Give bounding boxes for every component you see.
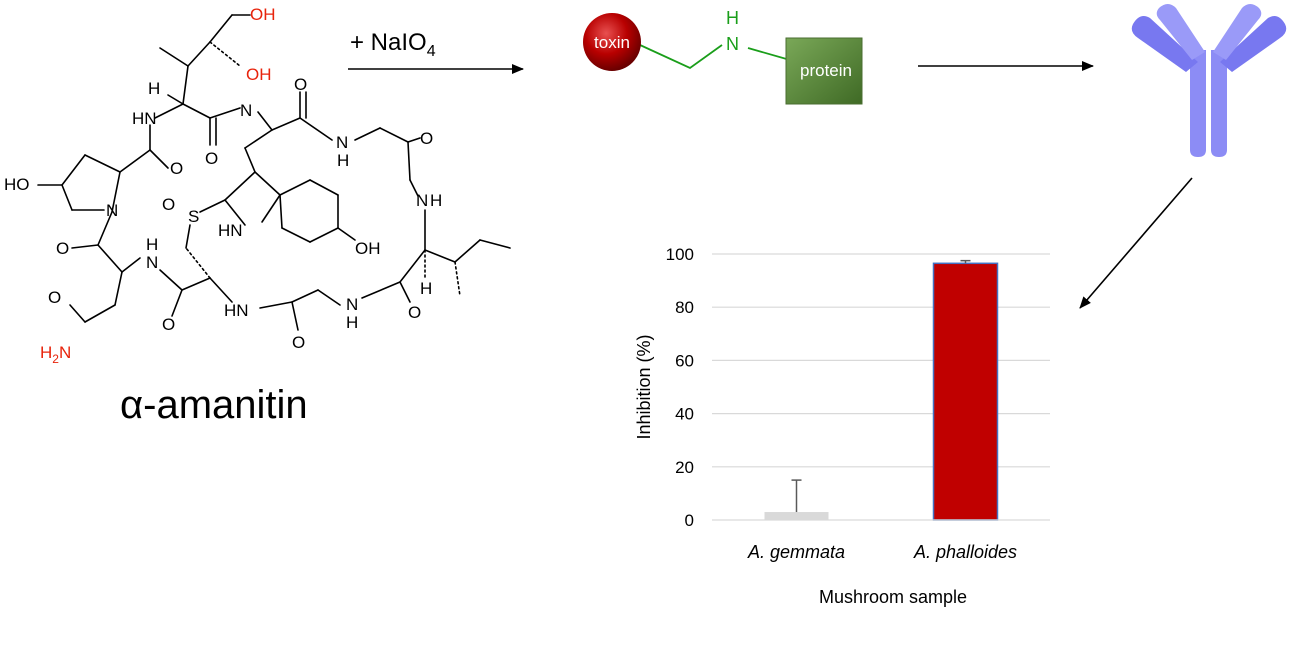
chart-bars [764,262,999,521]
atom-o-bottom-mid: O [162,315,175,334]
reagent-subscript: 4 [427,43,436,60]
protein-box [785,37,863,105]
atom-n-right: N [416,191,428,210]
atom-n-pro: N [106,201,118,220]
atom-h-right: H [430,191,442,210]
h2n-sub: 2 [52,352,59,366]
x-axis-labels: A. gemmata A. phalloides [747,542,1017,562]
atom-o-bottom-right: O [292,333,305,352]
toxin-label: toxin [594,33,630,52]
conjugate: H N toxin protein [583,8,863,105]
y-tick-label: 20 [675,458,694,477]
y-tick-label: 80 [675,298,694,317]
atom-o-asn: O [48,288,61,307]
inhibition-bar-chart: 0 20 40 60 80 100 A. gemmata A. phalloides Inh… [634,245,1050,607]
atom-o-top: O [294,75,307,94]
atom-o-pro: O [170,159,183,178]
atom-n-top: N [240,101,252,120]
antibody-icon [1131,4,1287,157]
alpha-amanitin-structure: OH OH H HN N O O N H O HO N O O S HN OH … [4,5,511,427]
atom-oh-indole: OH [355,239,381,258]
y-axis-ticks: 0 20 40 60 80 100 [666,245,694,530]
atom-h-bottom-right: H [346,313,358,332]
linker-h: H [726,8,739,28]
atom-n-bottom-left: N [146,253,158,272]
bar-1 [764,512,829,520]
atom-ho-left: HO [4,175,30,194]
reagent-prefix: + NaIO [350,29,427,56]
protein-label: protein [800,61,852,80]
linker-chain [639,44,723,70]
atom-n-bottom-right: N [346,295,358,314]
assay-arrow [1079,177,1193,309]
y-tick-label: 100 [666,245,694,264]
y-tick-label: 40 [675,405,694,424]
molecule-atom-labels: OH OH H HN N O O N H O HO N O O S HN OH … [4,5,442,366]
x-category-label: A. gemmata [747,542,845,562]
reagent-label: + NaIO4 [350,29,436,60]
atom-hn-bottom: HN [224,301,249,320]
h2n-h: H [40,343,52,362]
atom-h-right-top: H [337,151,349,170]
y-tick-label: 0 [685,511,694,530]
atom-o-right-top: O [420,129,433,148]
atom-o-left-carbonyl: O [205,149,218,168]
atom-o-s: O [162,195,175,214]
atom-h-ile: H [420,279,432,298]
molecule-name: α-amanitin [120,383,308,427]
molecule-bonds [37,14,511,331]
x-category-label: A. phalloides [913,542,1017,562]
atom-n-right-top: N [336,133,348,152]
atom-s: S [188,207,199,226]
atom-oh-mid: OH [246,65,272,84]
atom-h-bottom-left: H [146,235,158,254]
reaction-step: + NaIO4 [348,29,524,74]
y-axis-title: Inhibition (%) [634,334,654,439]
chart-gridlines [712,253,1050,468]
atom-oh-top: OH [250,5,276,24]
atom-h2n: H2N [40,343,71,366]
atom-o-bottom-left: O [56,239,69,258]
chart-error-bars [791,259,971,513]
h2n-n: N [59,343,71,362]
atom-hn-left: HN [132,109,157,128]
linker-to-protein [747,47,791,61]
atom-hn-indole: HN [218,221,243,240]
atom-h-upper: H [148,79,160,98]
x-axis-title: Mushroom sample [819,587,967,607]
toxin-ball [583,13,641,71]
bar-2 [932,262,999,521]
linker-n: N [726,34,739,54]
atom-o-lower-right: O [408,303,421,322]
y-tick-label: 60 [675,351,694,370]
